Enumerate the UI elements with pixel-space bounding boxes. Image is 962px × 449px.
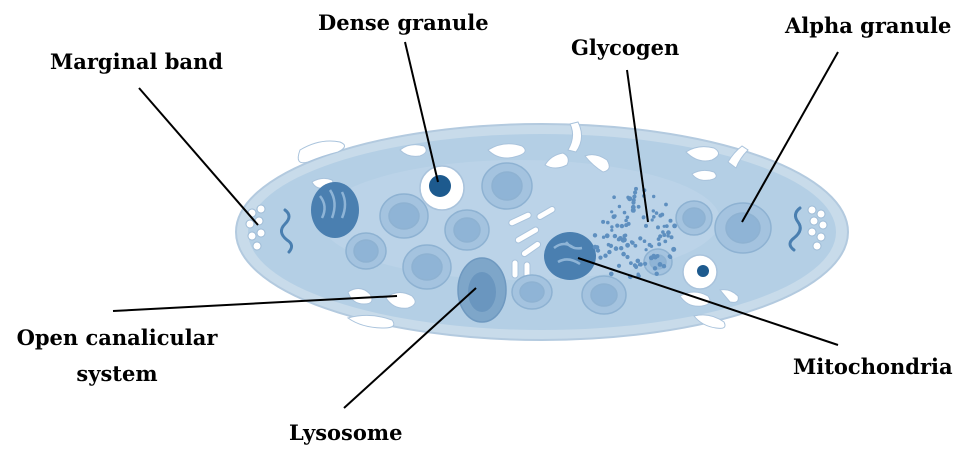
glycogen-particle	[652, 209, 655, 212]
label-mitochondria: Mitochondria	[793, 354, 953, 380]
glycogen-particle	[643, 239, 647, 243]
dense-granule	[420, 166, 464, 210]
glycogen-particle	[660, 213, 664, 217]
glycogen-particle	[593, 233, 597, 237]
glycogen-particle	[605, 233, 610, 238]
glycogen-particle	[623, 211, 627, 215]
glycogen-particle	[606, 221, 610, 225]
glycogen-particle	[655, 211, 659, 215]
glycogen-particle	[607, 250, 611, 254]
glycogen-particle	[663, 240, 667, 244]
glycogen-particle	[632, 198, 636, 202]
glycogen-particle	[642, 215, 646, 219]
glycogen-particle	[652, 195, 655, 198]
glycogen-particle	[601, 220, 605, 224]
label-dense-granule: Dense granule	[318, 10, 489, 36]
glycogen-particle	[613, 234, 617, 238]
glycogen-particle	[658, 262, 663, 267]
pointer-marginal-band	[139, 88, 258, 225]
glycogen-particle	[637, 205, 641, 209]
glycogen-particle	[623, 234, 627, 238]
glycogen-particle	[633, 263, 637, 267]
glycogen-particle	[669, 219, 673, 223]
glycogen-particle	[596, 248, 600, 252]
glycogen-particle	[662, 233, 666, 237]
mitochondrion-right	[544, 232, 596, 280]
glycogen-particle	[650, 245, 653, 248]
glycogen-particle	[598, 256, 602, 260]
glycogen-particle	[634, 244, 638, 248]
glycogen-particle	[615, 224, 619, 228]
glycogen-particle	[631, 205, 636, 210]
glycogen-particle	[629, 261, 633, 265]
glycogen-particle	[626, 216, 630, 220]
label-open-canalicular-line2: system	[6, 361, 228, 387]
label-alpha-granule: Alpha granule	[785, 13, 951, 39]
glycogen-particle	[619, 246, 623, 250]
glycogen-particle	[636, 259, 641, 264]
glycogen-particle	[655, 272, 659, 276]
label-open-canalicular-line1: Open canalicular	[6, 325, 228, 351]
glycogen-particle	[625, 255, 629, 259]
glycogen-particle	[620, 224, 624, 228]
mitochondrion-left	[311, 182, 359, 238]
label-marginal-band: Marginal band	[50, 49, 223, 75]
glycogen-particle	[667, 231, 670, 234]
glycogen-particle	[630, 240, 633, 243]
glycogen-particle	[653, 266, 657, 270]
glycogen-particle	[665, 224, 669, 228]
glycogen-particle	[645, 248, 648, 251]
glycogen-particle	[624, 223, 628, 227]
glycogen-particle	[624, 219, 628, 223]
glycogen-particle	[603, 254, 607, 258]
glycogen-particle	[638, 236, 642, 240]
glycogen-particle	[613, 214, 616, 217]
glycogen-particle	[664, 203, 668, 207]
glycogen-particle	[672, 224, 677, 229]
glycogen-particle	[614, 246, 619, 251]
glycogen-particle	[657, 242, 661, 246]
dense-granule-2	[683, 255, 717, 289]
label-glycogen: Glycogen	[571, 35, 679, 61]
glycogen-particle	[609, 272, 614, 277]
glycogen-particle	[643, 262, 647, 266]
glycogen-particle	[634, 187, 638, 191]
glycogen-particle	[622, 237, 627, 242]
glycogen-particle	[609, 244, 613, 248]
glycogen-particle	[656, 225, 660, 229]
glycogen-particle	[618, 205, 621, 208]
glycogen-particle	[632, 195, 636, 199]
label-lysosome: Lysosome	[289, 420, 402, 446]
glycogen-particle	[649, 256, 654, 261]
glycogen-particle	[670, 235, 674, 239]
glycogen-particle	[662, 264, 666, 268]
glycogen-particle	[638, 263, 641, 266]
glycogen-particle	[652, 215, 656, 219]
glycogen-particle	[617, 237, 621, 241]
glycogen-particle	[610, 225, 613, 228]
glycogen-particle	[625, 243, 630, 248]
glycogen-particle	[610, 229, 613, 232]
glycogen-particle	[666, 234, 669, 237]
glycogen-particle	[610, 210, 613, 213]
glycogen-particle	[617, 264, 621, 268]
glycogen-particle	[602, 236, 605, 239]
glycogen-particle	[644, 224, 648, 228]
glycogen-particle	[658, 234, 662, 238]
glycogen-particle	[671, 247, 676, 252]
glycogen-particle	[651, 218, 654, 221]
glycogen-particle	[627, 196, 632, 201]
glycogen-particle	[633, 190, 637, 194]
glycogen-particle	[612, 195, 616, 199]
glycogen-particle	[656, 254, 660, 258]
glycogen-particle	[669, 255, 673, 259]
glycogen-particle	[621, 252, 626, 257]
